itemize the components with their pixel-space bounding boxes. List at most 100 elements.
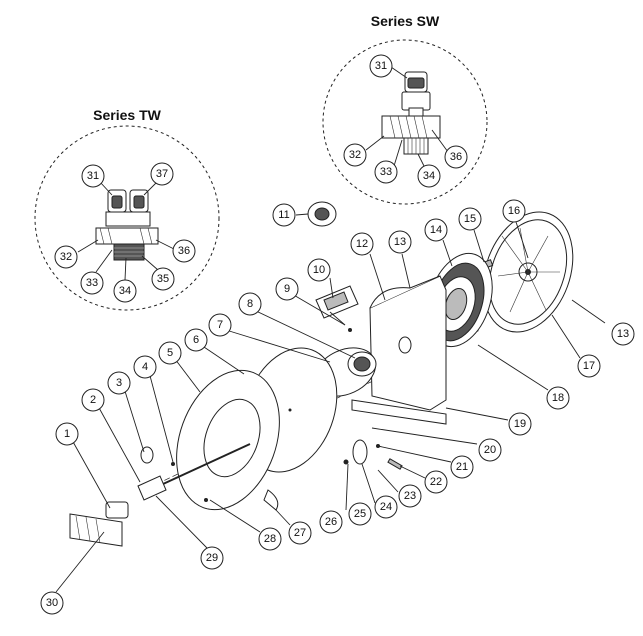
callout-4: 4: [133, 355, 157, 379]
sw-swivel-assembly: [381, 71, 441, 155]
callout-25: 25: [348, 502, 372, 526]
svg-text:21: 21: [456, 461, 468, 473]
svg-text:32: 32: [60, 251, 72, 263]
part-bracket: [315, 285, 359, 319]
svg-text:20: 20: [484, 444, 496, 456]
callout-12: 12: [350, 232, 374, 256]
callout-6: 6: [184, 328, 208, 352]
svg-text:34: 34: [423, 170, 435, 182]
callout-28: 28: [258, 527, 282, 551]
svg-text:30: 30: [46, 597, 58, 609]
svg-text:11: 11: [278, 209, 289, 221]
svg-text:25: 25: [354, 508, 366, 520]
svg-text:29: 29: [206, 552, 218, 564]
svg-text:7: 7: [217, 319, 223, 331]
part-rear-disc: [482, 211, 574, 333]
callout-21: 21: [450, 455, 474, 479]
svg-text:22: 22: [430, 476, 442, 488]
part-ratchet-assembly: [343, 439, 403, 470]
callout-sw-32: 32: [343, 143, 367, 167]
callout-sw-33: 33: [374, 160, 398, 184]
svg-text:5: 5: [167, 347, 173, 359]
callout-3: 3: [107, 371, 131, 395]
callout-sw-36: 36: [444, 145, 468, 169]
svg-text:32: 32: [349, 149, 361, 161]
svg-text:33: 33: [86, 277, 98, 289]
callout-5: 5: [158, 341, 182, 365]
callout-16: 16: [502, 199, 526, 223]
callout-9: 9: [275, 277, 299, 301]
part-frame: [351, 275, 447, 425]
callout-7: 7: [208, 313, 232, 337]
svg-text:26: 26: [325, 516, 337, 528]
callout-26: 26: [319, 510, 343, 534]
series-sw-inset: Series SW 31 32 33 34 3: [322, 13, 488, 205]
svg-text:24: 24: [380, 501, 392, 513]
svg-text:36: 36: [178, 245, 190, 257]
part-clamp: [307, 201, 337, 227]
callout-10: 10: [307, 258, 331, 282]
callout-22: 22: [424, 470, 448, 494]
part-swivel: [69, 501, 129, 547]
callout-tw-32: 32: [54, 245, 78, 269]
svg-text:6: 6: [193, 334, 199, 346]
svg-text:27: 27: [294, 527, 306, 539]
callout-13b: 13: [611, 322, 635, 346]
callout-8: 8: [238, 292, 262, 316]
callout-sw-31: 31: [369, 54, 393, 78]
svg-text:37: 37: [156, 168, 168, 180]
svg-text:1: 1: [64, 428, 70, 440]
series-tw-boundary: [34, 125, 220, 311]
callout-29: 29: [200, 546, 224, 570]
tw-swivel-assembly: [95, 189, 159, 261]
callout-tw-31: 31: [81, 164, 105, 188]
svg-text:12: 12: [356, 238, 368, 250]
callout-tw-37: 37: [150, 162, 174, 186]
svg-text:16: 16: [508, 205, 520, 217]
callout-15: 15: [458, 207, 482, 231]
svg-text:4: 4: [142, 361, 148, 373]
svg-text:8: 8: [247, 298, 253, 310]
svg-text:13: 13: [394, 236, 406, 248]
callout-17: 17: [577, 354, 601, 378]
svg-text:33: 33: [380, 166, 392, 178]
callout-20: 20: [478, 438, 502, 462]
callout-1: 1: [55, 422, 79, 446]
svg-text:18: 18: [552, 392, 564, 404]
svg-text:23: 23: [404, 490, 416, 502]
callout-14: 14: [424, 218, 448, 242]
svg-text:3: 3: [116, 377, 122, 389]
main-callouts: 1 2 3 4 5 6 7 8 9 10 11 12 13 14 15 16 1…: [40, 199, 635, 615]
svg-text:35: 35: [157, 273, 169, 285]
series-tw-inset: Series TW 31 37 32 33 34 35: [34, 107, 220, 311]
svg-text:13: 13: [617, 328, 629, 340]
callout-2: 2: [81, 388, 105, 412]
part-disc-5: [176, 369, 280, 511]
callout-24: 24: [374, 495, 398, 519]
callout-18: 18: [546, 386, 570, 410]
series-sw-boundary: [322, 39, 488, 205]
series-sw-title: Series SW: [371, 13, 440, 29]
main-assembly: [69, 201, 574, 547]
leader-lines: [55, 213, 606, 593]
callout-19: 19: [508, 412, 532, 436]
svg-text:14: 14: [430, 224, 442, 236]
callout-11: 11: [272, 203, 296, 227]
svg-text:31: 31: [87, 170, 99, 182]
svg-text:17: 17: [583, 360, 595, 372]
svg-text:15: 15: [464, 213, 476, 225]
svg-text:19: 19: [514, 418, 526, 430]
callout-tw-36: 36: [172, 239, 196, 263]
callout-tw-35: 35: [151, 267, 175, 291]
svg-text:31: 31: [375, 60, 387, 72]
callout-sw-34: 34: [417, 164, 441, 188]
callout-tw-33: 33: [80, 271, 104, 295]
svg-text:10: 10: [313, 264, 325, 276]
callout-13a: 13: [388, 230, 412, 254]
callout-27: 27: [288, 521, 312, 545]
svg-text:34: 34: [119, 285, 131, 297]
callout-30: 30: [40, 591, 64, 615]
svg-text:2: 2: [90, 394, 96, 406]
callout-tw-34: 34: [113, 279, 137, 303]
